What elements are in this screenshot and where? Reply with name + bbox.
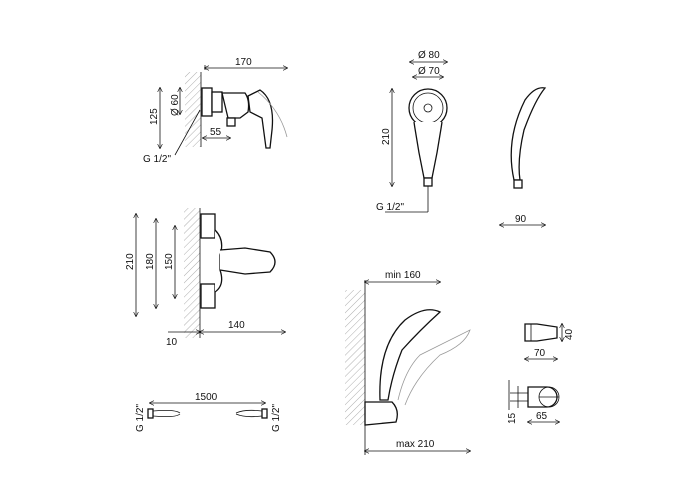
dim-hose-length: 1500: [195, 392, 218, 403]
dim-bracket-height: 40: [564, 328, 575, 340]
dim-height-total: 210: [125, 253, 136, 270]
dim-outlet: 55: [210, 127, 222, 138]
mixer-side-view: 170 125 Ø 60 55 G 1/2": [143, 57, 287, 165]
hose-view: 1500 G 1/2" G 1/2": [135, 392, 282, 432]
dim-bracket-width: 70: [534, 348, 546, 359]
dim-inner-diameter: Ø 70: [418, 66, 440, 77]
handshower-front-view: Ø 80 Ø 70 210 G 1/2": [376, 50, 447, 213]
wall-holder-view: min 160 max 210: [345, 270, 470, 455]
dim-depth: 140: [228, 320, 245, 331]
dim-spacing: 150: [164, 253, 175, 270]
dim-width: 170: [235, 57, 252, 68]
hose-thread-right: G 1/2": [271, 404, 282, 432]
thread-label: G 1/2": [143, 154, 171, 165]
dim-min: min 160: [385, 270, 421, 281]
dim-length: 210: [381, 128, 392, 145]
handshower-thread: G 1/2": [376, 202, 404, 213]
dim-height-mid: 180: [145, 253, 156, 270]
dim-depth: 90: [515, 214, 527, 225]
handshower-side-view: 90: [500, 87, 547, 225]
dim-bracket-offset: 15: [507, 412, 518, 424]
hose-thread-left: G 1/2": [135, 404, 146, 432]
dim-diameter: Ø 60: [170, 94, 181, 116]
dim-bracket-side-width: 65: [536, 411, 548, 422]
mixer-front-view: 210 180 150 10 140: [125, 208, 285, 348]
dim-outer-diameter: Ø 80: [418, 50, 440, 61]
bracket-top-view: 70 40: [525, 324, 575, 359]
dim-max: max 210: [396, 439, 435, 450]
dim-wall-offset: 10: [166, 337, 178, 348]
bracket-side-view: 15 65: [507, 380, 559, 424]
dim-height: 125: [149, 108, 160, 125]
